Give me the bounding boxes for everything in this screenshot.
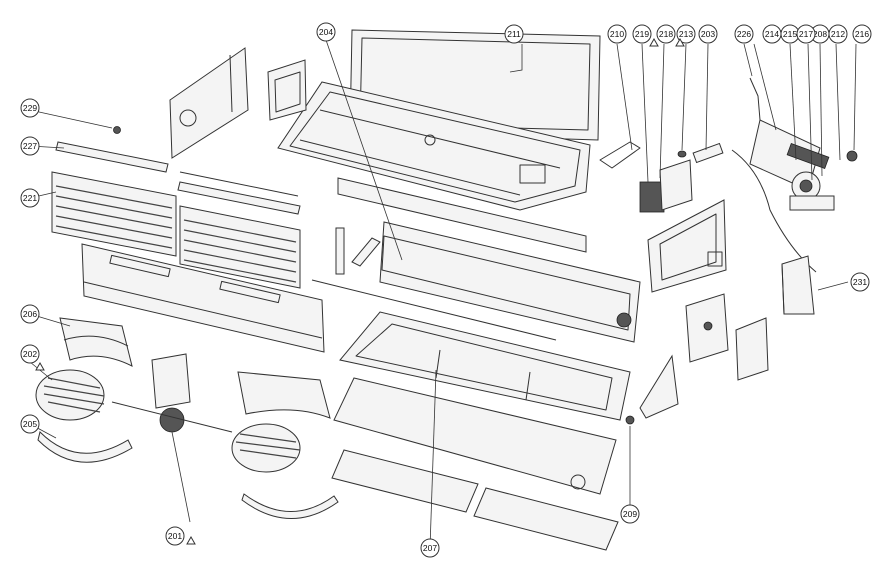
part-pump-assembly: [731, 77, 858, 273]
part-seal-and-pipe: [677, 142, 724, 164]
svg-text:210: 210: [610, 29, 624, 39]
svg-text:217: 217: [799, 29, 813, 39]
svg-text:215: 215: [783, 29, 797, 39]
part-scroll-housing-right: [237, 371, 331, 419]
svg-text:201: 201: [168, 531, 182, 541]
part-control-plate: [647, 199, 727, 293]
part-drain-pan: [339, 311, 631, 421]
svg-text:214: 214: [765, 29, 779, 39]
callout-229: 229: [20, 98, 40, 118]
warning-triangle-icon: [675, 37, 685, 47]
part-front-panel: [81, 243, 325, 353]
svg-text:206: 206: [23, 309, 37, 319]
svg-text:205: 205: [23, 419, 37, 429]
callout-203: 203: [698, 24, 718, 44]
svg-text:204: 204: [319, 27, 333, 37]
svg-text:203: 203: [701, 29, 715, 39]
part-fan-motor: [111, 353, 233, 433]
callout-218: 218: [656, 24, 685, 47]
callout-201: 201: [165, 526, 196, 546]
callout-207: 207: [420, 538, 440, 558]
svg-text:227: 227: [23, 141, 37, 151]
callout-211: 211: [504, 24, 524, 44]
callout-213: 213: [676, 24, 696, 44]
svg-text:221: 221: [23, 193, 37, 203]
callout-212: 212: [828, 24, 848, 44]
callout-216: 216: [852, 24, 872, 44]
leader-lines: [29, 39, 857, 549]
part-screw: [113, 126, 121, 134]
callout-214: 214: [762, 24, 782, 44]
callout-209: 209: [620, 504, 640, 524]
part-bottom-panels: [331, 449, 619, 551]
part-lower-casing-left: [37, 431, 133, 463]
callout-204: 204: [316, 22, 336, 42]
svg-text:231: 231: [853, 277, 867, 287]
callout-219: 219: [632, 24, 659, 47]
part-side-plate: [169, 47, 249, 159]
svg-text:216: 216: [855, 29, 869, 39]
part-evaporator-coil: [379, 221, 641, 343]
callout-215: 215: [780, 24, 800, 44]
part-corner-bracket: [639, 354, 679, 419]
svg-text:209: 209: [623, 509, 637, 519]
part-bottom-cover: [333, 377, 617, 495]
part-filter-rail: [55, 141, 301, 215]
part-fan-wheel-right: [231, 423, 301, 473]
svg-text:213: 213: [679, 29, 693, 39]
warning-triangle-icon: [186, 535, 196, 545]
part-chassis-top: [277, 81, 591, 211]
callout-206: 206: [20, 304, 40, 324]
part-fan-wheel-left: [35, 369, 105, 421]
svg-text:226: 226: [737, 29, 751, 39]
part-manual: [781, 255, 815, 315]
part-lower-casing-right: [241, 493, 339, 519]
svg-text:219: 219: [635, 29, 649, 39]
svg-text:212: 212: [831, 29, 845, 39]
svg-text:208: 208: [813, 29, 827, 39]
callout-226: 226: [734, 24, 754, 44]
part-electrical-box: [685, 293, 769, 381]
svg-text:211: 211: [507, 29, 521, 39]
warning-triangle-icon: [35, 361, 45, 371]
callout-217: 217: [796, 24, 816, 44]
part-valve-assembly: [599, 141, 693, 213]
warning-triangle-icon: [649, 37, 659, 47]
svg-text:207: 207: [423, 543, 437, 553]
part-scroll-housing-left: [59, 317, 133, 367]
callout-205: 205: [20, 414, 40, 434]
svg-text:218: 218: [659, 29, 673, 39]
callout-210: 210: [607, 24, 627, 44]
callout-231: 231: [850, 272, 870, 292]
svg-text:202: 202: [23, 349, 37, 359]
callout-221: 221: [20, 188, 40, 208]
svg-text:229: 229: [23, 103, 37, 113]
callout-202: 202: [20, 344, 45, 371]
part-coil-brackets: [311, 177, 587, 341]
part-drain-screw: [625, 415, 635, 425]
callout-227: 227: [20, 136, 40, 156]
part-air-filters: [51, 171, 301, 289]
part-control-bracket: [267, 59, 307, 121]
